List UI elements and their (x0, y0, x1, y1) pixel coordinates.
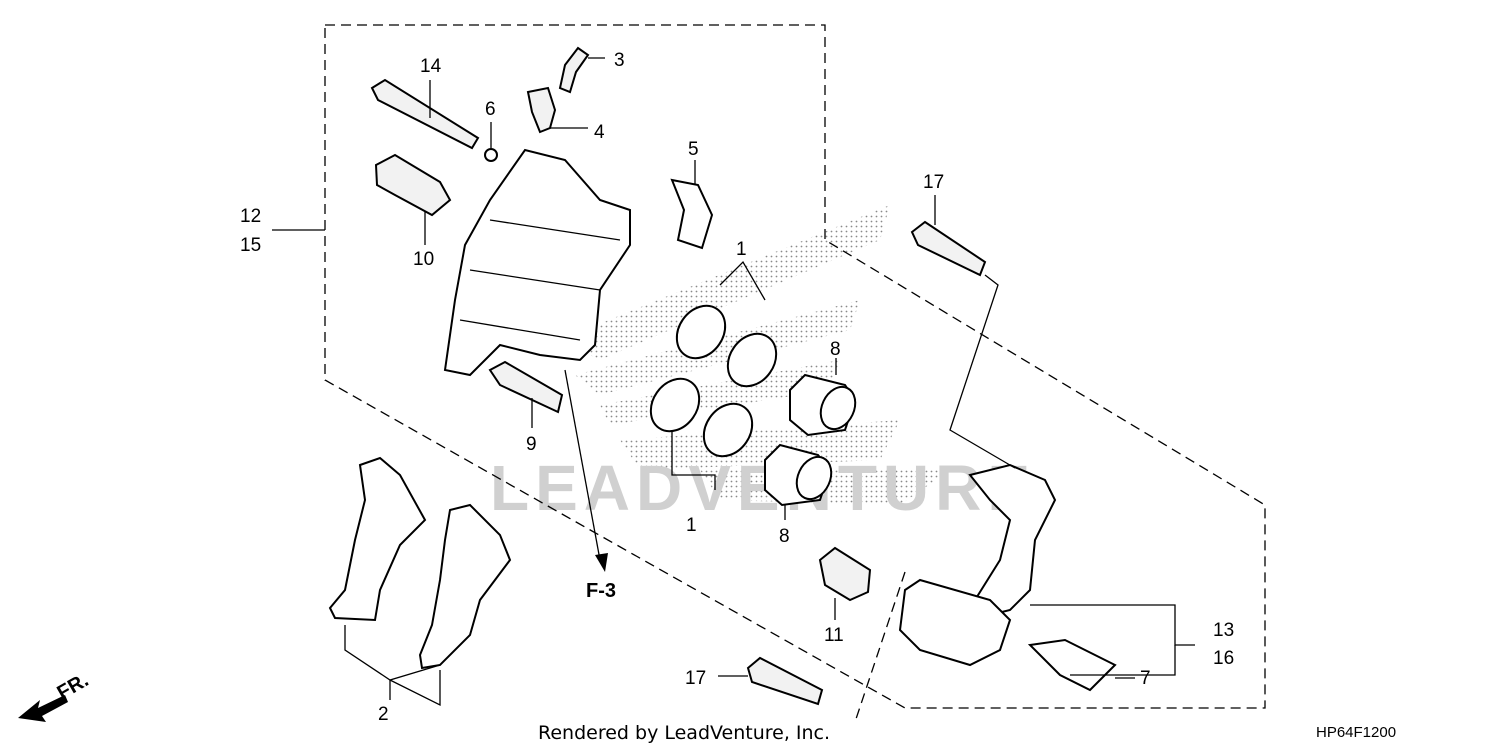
callout-11: 11 (824, 625, 844, 646)
part-8-pistons (764, 358, 857, 520)
callout-13: 13 (1213, 620, 1234, 641)
part-9-slide-pin (488, 360, 564, 428)
callout-7: 7 (1140, 668, 1151, 689)
part-2-brake-pads (328, 456, 512, 707)
callout-9: 9 (526, 434, 537, 455)
callout-3: 3 (614, 50, 625, 71)
callout-1-upper: 1 (736, 239, 747, 260)
callout-17-lower: 17 (685, 668, 706, 689)
callout-10: 10 (413, 249, 434, 270)
reference-arrow (564, 369, 608, 572)
callout-17-upper: 17 (923, 172, 944, 193)
reference-label: F-3 (586, 580, 616, 602)
render-credit: Rendered by LeadVenture, Inc. (538, 722, 830, 744)
callout-4: 4 (594, 122, 605, 143)
part-11-pin-boot (818, 546, 872, 620)
part-3-bleeder-screw (558, 46, 605, 94)
callout-6: 6 (485, 99, 496, 120)
callout-1-lower: 1 (686, 515, 697, 536)
callout-16: 16 (1213, 648, 1234, 669)
diagram-code: HP64F1200 (1316, 724, 1396, 741)
watermark-text: LEADVENTURE (490, 452, 1036, 524)
callout-15: 15 (240, 235, 261, 256)
part-17-bolt-lower (718, 656, 824, 706)
caliper-body (443, 148, 631, 377)
callout-8-lower: 8 (779, 526, 790, 547)
part-1-piston-seals (649, 260, 778, 490)
part-10-pin-boot (374, 153, 452, 245)
part-4-bleeder-cap (526, 86, 588, 134)
caliper-assembly-outline (324, 24, 1266, 709)
callout-8-upper: 8 (830, 339, 841, 360)
callout-14: 14 (420, 56, 442, 77)
caliper-bracket (898, 463, 1117, 692)
front-direction-icon: FR. (18, 669, 92, 722)
callout-2: 2 (378, 704, 389, 725)
bracket-assembly-outline (854, 571, 906, 723)
part-5-pad-spring (670, 160, 714, 250)
part-17-bolt-upper (910, 195, 1016, 469)
part-6-washer (484, 148, 498, 162)
part-14-pin-bolt (370, 78, 480, 150)
callout-5: 5 (688, 139, 699, 160)
callout-12: 12 (240, 206, 261, 227)
